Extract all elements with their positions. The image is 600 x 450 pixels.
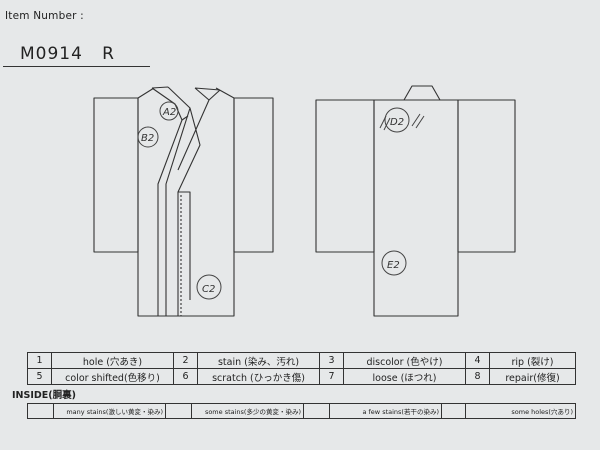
front-body — [137, 98, 235, 317]
legend-label: scratch (ひっかき傷) — [197, 368, 320, 385]
back-right-sleeve — [457, 99, 516, 253]
mark-circle-a2 — [159, 101, 179, 121]
inside-item: a few stains(若干の染み) — [329, 403, 442, 419]
legend-label: hole (穴あき) — [51, 352, 174, 369]
front-right-sleeve — [233, 97, 274, 253]
inside-row: many stains(激しい黄変・染み) some stains(多少の黄変・… — [27, 403, 576, 419]
item-number-underline — [3, 66, 150, 67]
front-left-sleeve — [93, 97, 139, 253]
item-number-label: Item Number : — [5, 10, 84, 22]
legend-row: 1 hole (穴あき) 2 stain (染み、汚れ) 3 discolor … — [27, 352, 576, 369]
mark-label-a2: A2 — [162, 107, 176, 118]
back-view — [315, 85, 516, 317]
mark-label-c2: C2 — [202, 284, 215, 295]
inside-title: INSIDE(胴裏) — [12, 390, 76, 401]
mark-circle-b2 — [137, 126, 159, 148]
legend-number: 2 — [173, 352, 198, 369]
inside-checkbox — [441, 403, 466, 419]
damage-legend-table: 1 hole (穴あき) 2 stain (染み、汚れ) 3 discolor … — [27, 352, 576, 385]
legend-label: color shifted(色移り) — [51, 368, 174, 385]
legend-number: 3 — [319, 352, 344, 369]
legend-label: rip (裂け) — [489, 352, 576, 369]
legend-label: loose (ほつれ) — [343, 368, 466, 385]
legend-number: 4 — [465, 352, 490, 369]
legend-number: 8 — [465, 368, 490, 385]
legend-label: discolor (色やけ) — [343, 352, 466, 369]
inside-item: some stains(多少の黄変・染み) — [191, 403, 304, 419]
item-number-value: M0914 R — [20, 44, 115, 64]
mark-hatch-d2 — [379, 113, 425, 131]
front-view — [93, 86, 274, 317]
mark-circle-d2 — [384, 107, 410, 133]
inside-checkbox — [27, 403, 54, 419]
inside-item: many stains(激しい黄変・染み) — [53, 403, 166, 419]
back-body — [373, 100, 459, 317]
mark-label-e2: E2 — [387, 260, 400, 271]
mark-label-d2: D2 — [390, 117, 404, 128]
back-collar — [374, 85, 458, 101]
inside-item: some holes(穴あり) — [465, 403, 576, 419]
legend-number: 6 — [173, 368, 198, 385]
legend-label: stain (染み、汚れ) — [197, 352, 320, 369]
mark-label-b2: B2 — [141, 133, 154, 144]
kimono-diagram: A2 B2 C2 D2 E2 — [93, 85, 516, 317]
legend-number: 1 — [27, 352, 52, 369]
back-left-sleeve — [315, 99, 375, 253]
legend-label: repair(修復) — [489, 368, 576, 385]
inside-checkbox — [303, 403, 330, 419]
mark-circle-c2 — [196, 274, 222, 300]
front-collar — [151, 86, 191, 316]
legend-number: 7 — [319, 368, 344, 385]
mark-circle-e2 — [381, 250, 407, 276]
inside-checkbox — [165, 403, 192, 419]
inside-lining-table: many stains(激しい黄変・染み) some stains(多少の黄変・… — [27, 403, 576, 419]
legend-number: 5 — [27, 368, 52, 385]
legend-row: 5 color shifted(色移り) 6 scratch (ひっかき傷) 7… — [27, 368, 576, 385]
